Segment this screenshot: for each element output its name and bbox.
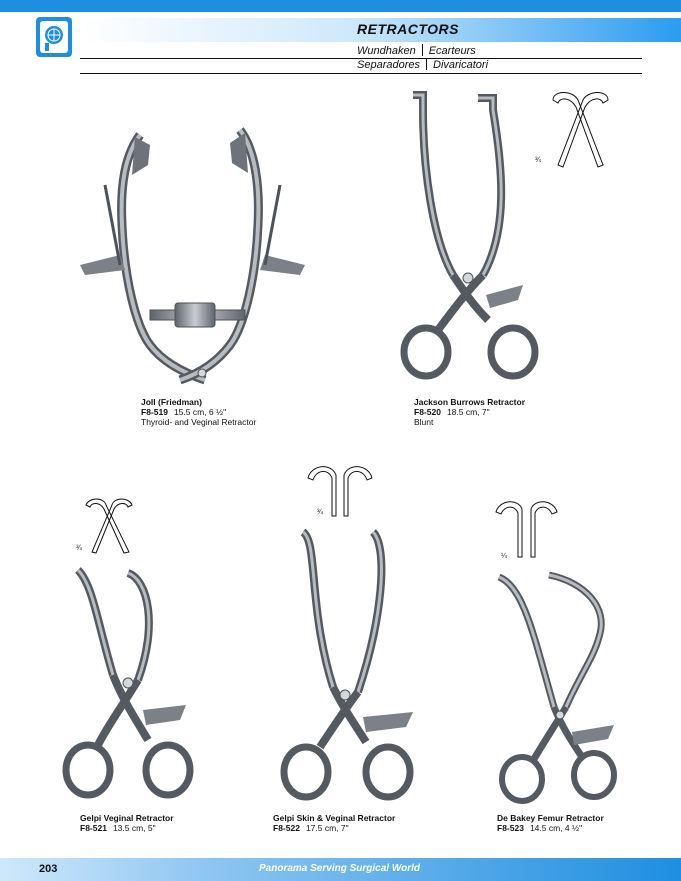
product-code: F8-523 — [497, 823, 524, 833]
product-name: Joll (Friedman) — [141, 397, 202, 407]
de-bakey-tip-profile — [494, 497, 559, 559]
tip-scale-label: ¾ — [317, 509, 323, 516]
translation-spanish: Separadores — [357, 59, 420, 71]
translation-french: Ecarteurs — [428, 45, 476, 57]
product-spec: 17.5 cm, 7" — [305, 823, 349, 833]
translations-block: Wundhaken Ecarteurs Separadores Divaricato… — [357, 44, 488, 72]
page-number: 203 — [39, 863, 58, 875]
footer-band — [0, 858, 681, 881]
product-code: F8-519 — [141, 407, 168, 417]
gelpi-veginal-tip-profile — [84, 497, 134, 554]
jackson-burrows-retractor-image — [398, 90, 543, 385]
product-caption-f8-523: De Bakey Femur Retractor F8-523 14.5 cm, … — [497, 813, 604, 833]
gelpi-skin-veginal-retractor-image — [278, 527, 418, 807]
product-code: F8-520 — [414, 407, 441, 417]
product-note: Thyroid- and Veginal Retractor — [141, 417, 257, 427]
gelpi-veginal-retractor-image — [58, 565, 198, 805]
tip-scale-label: ¾ — [76, 545, 82, 552]
product-name: De Bakey Femur Retractor — [497, 813, 604, 823]
subtitle-divider-top — [80, 58, 642, 59]
subtitle-divider-bottom — [80, 73, 642, 74]
product-code: F8-522 — [273, 823, 300, 833]
product-name: Gelpi Veginal Retractor — [80, 813, 174, 823]
joll-retractor-image — [80, 125, 305, 385]
jackson-burrows-tip-profile — [548, 85, 613, 170]
product-caption-f8-522: Gelpi Skin & Veginal Retractor F8-522 17.… — [273, 813, 395, 833]
translation-italian: Divaricatori — [433, 59, 489, 71]
translation-row: Wundhaken Ecarteurs — [357, 44, 488, 58]
page-title: RETRACTORS — [357, 21, 459, 37]
tip-scale-label: ¼ — [501, 553, 507, 560]
product-spec: 15.5 cm, 6 ½" — [173, 407, 227, 417]
product-caption-f8-520: Jackson Burrows Retractor F8-520 18.5 cm,… — [414, 397, 525, 427]
product-caption-f8-519: Joll (Friedman) F8-519 15.5 cm, 6 ½" Thyr… — [141, 397, 256, 427]
top-color-band — [0, 0, 681, 12]
product-spec: 18.5 cm, 7" — [446, 407, 490, 417]
footer-tagline: Panorama Serving Surgical World — [259, 863, 420, 874]
product-caption-f8-521: Gelpi Veginal Retractor F8-521 13.5 cm, 5… — [80, 813, 174, 833]
header-gradient-band — [80, 18, 681, 42]
translation-german: Wundhaken — [357, 45, 416, 57]
product-name: Jackson Burrows Retractor — [414, 397, 526, 407]
gelpi-skin-tip-profile — [306, 460, 374, 518]
product-name: Gelpi Skin & Veginal Retractor — [273, 813, 396, 823]
product-note: Blunt — [414, 417, 434, 427]
product-spec: 14.5 cm, 4 ½" — [529, 823, 583, 833]
tip-scale-label: ¾ — [535, 157, 541, 164]
product-spec: 13.5 cm, 5" — [112, 823, 156, 833]
de-bakey-femur-retractor-image — [494, 567, 624, 807]
panorama-logo — [36, 17, 72, 57]
product-code: F8-521 — [80, 823, 107, 833]
translation-row: Separadores Divaricatori — [357, 58, 488, 72]
